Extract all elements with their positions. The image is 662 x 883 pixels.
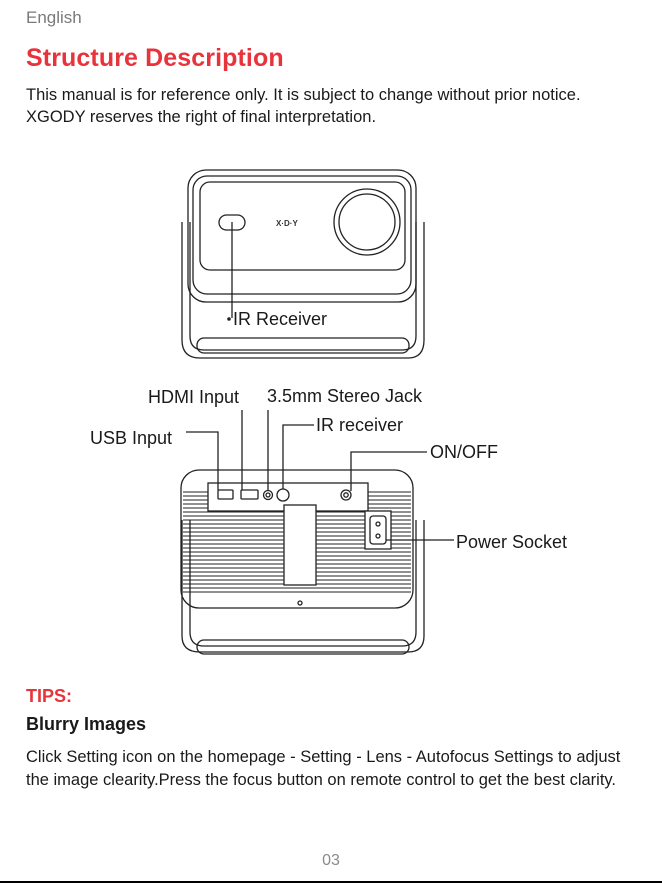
label-ir-receiver-back: IR receiver (316, 415, 403, 435)
label-usb-input: USB Input (90, 428, 172, 448)
label-on-off: ON/OFF (430, 442, 498, 462)
label-stereo-jack: 3.5mm Stereo Jack (267, 386, 423, 406)
footer-rule (0, 881, 662, 883)
tips-subheading: Blurry Images (26, 714, 147, 734)
front-view-illustration (181, 169, 425, 359)
label-power-socket: Power Socket (456, 532, 567, 552)
intro-text: This manual is for reference only. It is… (26, 86, 581, 126)
label-ir-receiver-front: IR Receiver (233, 309, 327, 329)
page-number: 03 (322, 852, 340, 869)
tips-heading: TIPS: (26, 686, 73, 706)
label-hdmi-input: HDMI Input (148, 387, 239, 407)
language-label: English (26, 8, 82, 27)
back-view-illustration (180, 410, 454, 655)
section-title: Structure Description (26, 44, 284, 72)
brand-logo: X·D·Y (276, 219, 298, 228)
tips-text: Click Setting icon on the homepage - Set… (26, 748, 621, 789)
